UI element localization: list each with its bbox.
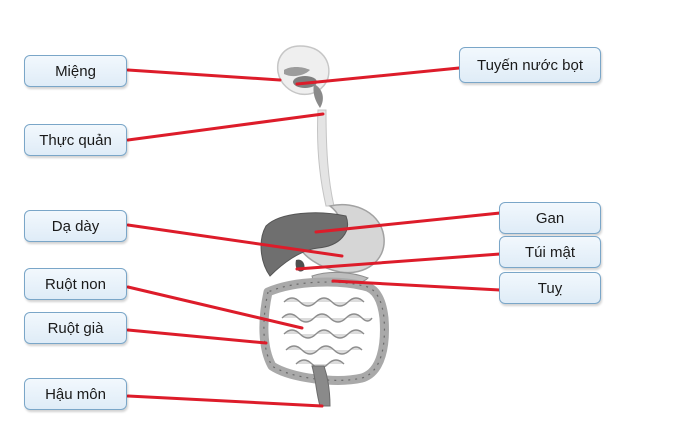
leader-line-small-intestine bbox=[126, 285, 304, 330]
label-pancreas: Tuỵ bbox=[499, 272, 601, 304]
leader-line-esophagus bbox=[126, 112, 325, 142]
leader-line-mouth bbox=[126, 68, 282, 82]
label-gallbladder: Túi mật bbox=[499, 236, 601, 268]
throat-shape bbox=[313, 84, 323, 108]
leader-line-salivary-glands bbox=[295, 66, 461, 86]
esophagus-shape bbox=[316, 109, 335, 207]
label-salivary-glands: Tuyến nước bọt bbox=[459, 47, 601, 83]
leader-line-large-intestine bbox=[126, 328, 268, 345]
small-intestine-shape bbox=[281, 297, 373, 369]
label-liver: Gan bbox=[499, 202, 601, 234]
label-stomach: Dạ dày bbox=[24, 210, 127, 242]
mouth-cavity bbox=[284, 67, 310, 77]
leader-line-stomach bbox=[126, 223, 344, 258]
large-intestine-ridges bbox=[263, 281, 386, 381]
liver-shape bbox=[260, 212, 348, 277]
label-mouth: Miệng bbox=[24, 55, 127, 87]
label-esophagus: Thực quản bbox=[24, 124, 127, 156]
label-small-intestine: Ruột non bbox=[24, 268, 127, 300]
leader-line-pancreas bbox=[331, 279, 502, 292]
leader-line-liver bbox=[314, 211, 502, 234]
leader-line-anus bbox=[126, 394, 324, 408]
label-anus: Hậu môn bbox=[24, 378, 127, 410]
label-large-intestine: Ruột già bbox=[24, 312, 127, 344]
leader-line-gallbladder bbox=[295, 252, 502, 271]
rectum-shape bbox=[311, 365, 331, 407]
